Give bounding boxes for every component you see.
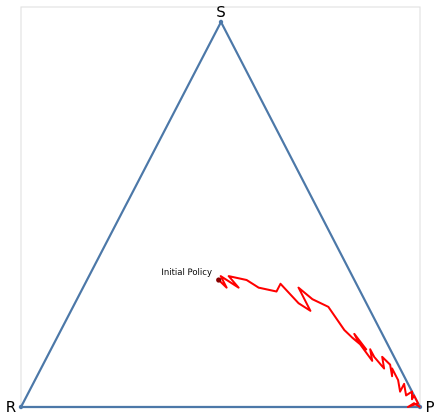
plot-frame	[20, 6, 421, 408]
trajectory-point	[371, 360, 373, 362]
trajectory-point	[397, 379, 399, 381]
vertex-labels: S R P Initial Policy	[6, 3, 435, 416]
trajectory-point	[411, 391, 413, 393]
trajectory-point	[351, 337, 353, 339]
trajectory-point	[238, 287, 240, 289]
trajectory-point	[399, 391, 401, 393]
trajectory-point	[353, 333, 355, 335]
vertex-marker-s	[218, 19, 224, 25]
simplex-triangle	[18, 19, 423, 410]
initial-policy-annotation: Initial Policy	[161, 268, 212, 278]
trajectory-point	[383, 367, 385, 370]
trajectory-point	[369, 348, 371, 350]
trajectory-point	[258, 287, 260, 289]
trajectory-point	[413, 402, 415, 404]
vertex-label-top: S	[216, 3, 226, 21]
trajectory-point	[357, 341, 359, 343]
vertex-label-left: R	[6, 398, 16, 416]
trajectory-point	[403, 383, 405, 385]
trajectory-point	[407, 406, 409, 408]
trajectory-series	[216, 275, 421, 408]
trajectory-point	[311, 298, 313, 300]
trajectory-point	[405, 394, 407, 396]
trajectory-point	[228, 275, 230, 277]
trajectory-point	[275, 290, 278, 293]
initial-policy-point	[216, 277, 222, 283]
trajectory-point	[220, 275, 222, 277]
trajectory-point	[391, 367, 393, 370]
trajectory-point	[279, 283, 282, 285]
trajectory-point	[297, 287, 300, 289]
trajectory-point	[381, 356, 383, 358]
simplex-edge-left	[20, 21, 222, 408]
trajectory-point	[413, 394, 415, 396]
vertex-label-right: P	[425, 398, 434, 416]
trajectory-point	[391, 375, 393, 377]
vertex-marker-r	[18, 404, 24, 410]
trajectory-point	[226, 287, 228, 289]
trajectory-point	[373, 356, 375, 358]
trajectory-point	[246, 279, 248, 281]
trajectory-point	[419, 406, 421, 408]
trajectory-point	[327, 306, 329, 308]
trajectory-point	[417, 402, 419, 404]
trajectory-point	[411, 398, 413, 400]
trajectory-point	[309, 310, 311, 312]
simplex-edge-right	[220, 21, 421, 408]
trajectory-point	[297, 302, 299, 304]
trajectory-line	[218, 275, 421, 408]
trajectory-point	[343, 329, 345, 331]
trajectory-point	[365, 348, 367, 350]
trajectory-point	[389, 364, 391, 366]
